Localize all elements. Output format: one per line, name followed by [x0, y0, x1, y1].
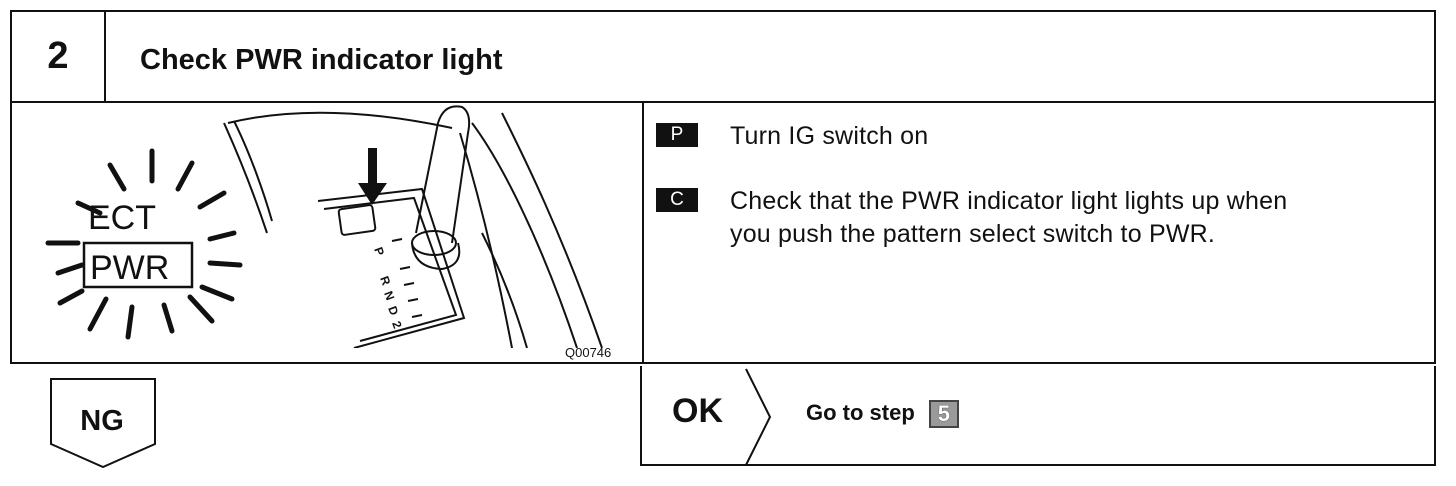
chevron-right-icon [745, 368, 772, 466]
gate-mark: N [381, 289, 397, 302]
gate-mark: 2 [389, 319, 405, 330]
figure-code: Q00746 [565, 345, 612, 360]
instruction-item: C Check that the PWR indicator light lig… [656, 185, 1287, 251]
ng-label: NG [80, 405, 124, 437]
ng-arrow-icon [50, 378, 156, 468]
check-tag: C [656, 188, 698, 212]
step-number: 2 [12, 12, 106, 101]
gate-mark: R [377, 274, 393, 287]
ok-label: OK [672, 392, 723, 430]
step-reference-badge: 5 [928, 400, 959, 429]
pwr-label: PWR [90, 249, 169, 287]
gate-mark: P [371, 245, 387, 257]
instruction-text: Check that the PWR indicator light light… [730, 185, 1287, 251]
ect-label: ECT [88, 199, 156, 237]
shift-lever-illustration: P R N D 2 ECT PWR [45, 105, 603, 348]
ok-action-text: Go to step [806, 400, 915, 425]
ok-action: Go to step 5 [806, 400, 959, 429]
gate-mark: D [385, 304, 401, 317]
procedure-tag: P [656, 123, 698, 147]
header-divider [12, 101, 1434, 103]
instruction-line: Check that the PWR indicator light light… [730, 187, 1288, 215]
instruction-item: P Turn IG switch on [656, 120, 928, 153]
column-divider [642, 103, 644, 362]
step-frame: 2 Check PWR indicator light [10, 10, 1436, 364]
instruction-text: Turn IG switch on [730, 120, 928, 153]
instruction-line: Turn IG switch on [730, 122, 929, 150]
step-title: Check PWR indicator light [140, 44, 503, 76]
ok-result-box [640, 366, 1436, 466]
instruction-line: you push the pattern select switch to PW… [730, 220, 1216, 248]
indicator-rays [45, 148, 243, 340]
